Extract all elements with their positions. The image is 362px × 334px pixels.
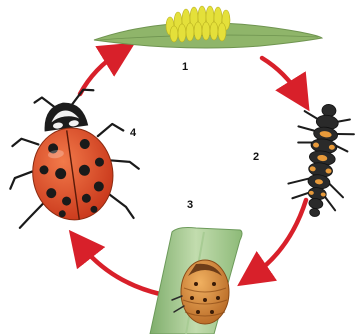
arrow-1-to-2 xyxy=(262,58,300,96)
larva-icon xyxy=(284,100,357,220)
stage-label-3: 3 xyxy=(187,200,193,211)
pupa-icon xyxy=(150,228,242,334)
eggs xyxy=(166,6,230,42)
stage-label-4: 4 xyxy=(130,128,136,139)
arrow-3-to-4 xyxy=(80,244,160,294)
stage-label-1: 1 xyxy=(182,62,188,73)
arrow-2-to-3 xyxy=(252,200,306,276)
egg-cluster-icon xyxy=(94,6,322,48)
adult-ladybug-icon xyxy=(0,84,145,235)
stage-label-2: 2 xyxy=(253,152,259,163)
arrow-4-to-1 xyxy=(80,52,120,94)
